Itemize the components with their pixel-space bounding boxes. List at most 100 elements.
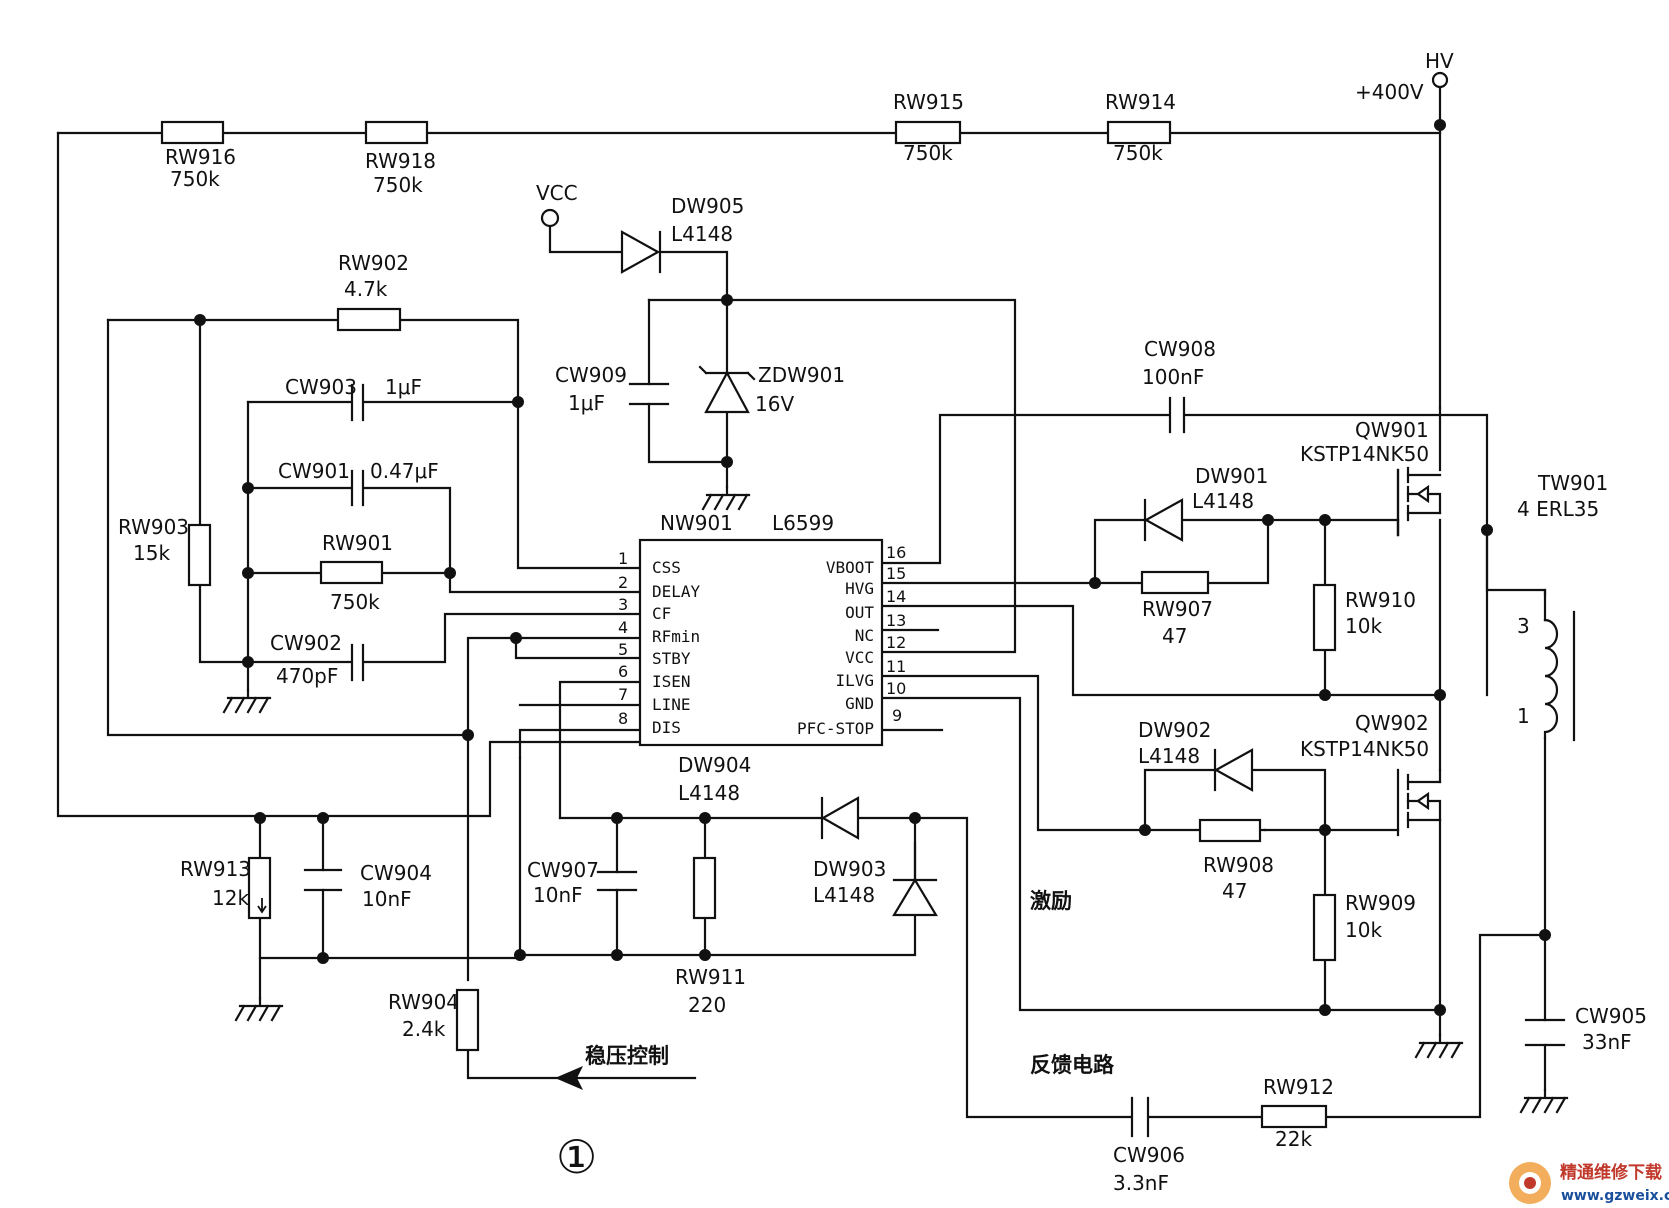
label-cw905-ref: CW905 — [1575, 1004, 1647, 1028]
ground-icon — [234, 996, 284, 1022]
label-rw907-ref: RW907 — [1142, 597, 1213, 621]
annotation-regulation: 稳压控制 — [585, 1044, 669, 1068]
pin-number: 7 — [618, 685, 628, 704]
label-cw908-ref: CW908 — [1144, 337, 1216, 361]
label-dw902-ref: DW902 — [1138, 718, 1211, 742]
pin-name: RFmin — [652, 627, 700, 646]
ground-icon — [222, 688, 272, 714]
junction-dots — [194, 119, 1551, 1016]
label-rw911-ref: RW911 — [675, 965, 746, 989]
label-rw916-ref: RW916 — [165, 145, 236, 169]
pin-number: 15 — [886, 564, 906, 583]
label-dw904-ref: DW904 — [678, 753, 751, 777]
label-dw905-value: L4148 — [671, 222, 733, 246]
pin-name: OUT — [845, 603, 874, 622]
label-transformer-pin-top: 3 — [1517, 614, 1530, 638]
label-rw901-ref: RW901 — [322, 531, 393, 555]
resistor-rw904 — [455, 988, 480, 1052]
resistor-rw918 — [364, 120, 429, 145]
label-cw908-value: 100nF — [1142, 365, 1204, 389]
capacitor-cw906 — [1130, 1096, 1150, 1138]
label-rw902-ref: RW902 — [338, 251, 409, 275]
pin-number: 14 — [886, 587, 906, 606]
hv-terminal — [1431, 71, 1449, 89]
diode-dw904 — [820, 796, 860, 840]
zener-zdw901 — [698, 365, 756, 414]
label-dw901-ref: DW901 — [1195, 464, 1268, 488]
pin-name: LINE — [652, 695, 691, 714]
component-labels: RW916 750k RW918 750k RW915 750k RW914 7… — [118, 49, 1647, 1195]
label-rw913-ref: RW913 — [180, 857, 251, 881]
ic-body — [638, 538, 884, 747]
label-rw901-value: 750k — [330, 590, 380, 614]
capacitor-cw903 — [350, 383, 365, 422]
label-cw907-value: 10nF — [533, 883, 583, 907]
ground-icon — [1519, 1088, 1569, 1114]
ic-left-pins: 1 CSS 2 DELAY 3 CF 4 RFmin 5 STBY 6 ISEN… — [618, 549, 701, 737]
label-rw910-ref: RW910 — [1345, 588, 1416, 612]
resistor-rw913 — [247, 856, 272, 920]
pin-number: 6 — [618, 662, 628, 681]
pin-name: NC — [855, 626, 874, 645]
label-rw912-ref: RW912 — [1263, 1075, 1334, 1099]
label-rw913-value: 12k — [212, 886, 249, 910]
pin-number: 12 — [886, 633, 906, 652]
label-cw906-value: 3.3nF — [1113, 1171, 1169, 1195]
label-tw901-ref: TW901 — [1537, 471, 1608, 495]
pin-number: 8 — [618, 709, 628, 728]
resistor-rw908 — [1198, 818, 1262, 843]
figure-number: ① — [556, 1130, 597, 1184]
capacitor-cw905 — [1524, 1018, 1566, 1047]
label-cw909-ref: CW909 — [555, 363, 627, 387]
label-rw908-ref: RW908 — [1203, 853, 1274, 877]
ic-ref-label: NW901 — [660, 511, 733, 535]
resistor-rw907 — [1140, 570, 1210, 595]
resistor-rw915 — [894, 120, 962, 145]
label-cw906-ref: CW906 — [1113, 1143, 1185, 1167]
label-rw918-ref: RW918 — [365, 149, 436, 173]
potentiometer-arrow — [257, 898, 267, 914]
pin-number: 5 — [618, 640, 628, 659]
pin-name: DIS — [652, 718, 681, 737]
mosfet-qw901 — [1396, 466, 1442, 537]
label-rw903-value: 15k — [133, 541, 170, 565]
pin-name: CF — [652, 604, 671, 623]
mosfet-qw902 — [1396, 768, 1442, 837]
resistors — [160, 120, 1337, 1129]
resistor-rw912 — [1260, 1104, 1328, 1129]
capacitors — [303, 382, 1566, 1138]
vcc-terminal — [540, 208, 560, 228]
ground-icon — [1414, 1033, 1464, 1059]
pin-name: CSS — [652, 558, 681, 577]
pin-number: 11 — [886, 657, 906, 676]
pin-name: ISEN — [652, 672, 691, 691]
label-rw902-value: 4.7k — [344, 277, 388, 301]
label-rw904-value: 2.4k — [402, 1017, 446, 1041]
capacitor-cw902 — [350, 643, 365, 682]
label-dw902-value: L4148 — [1138, 744, 1200, 768]
diode-dw903 — [892, 877, 938, 917]
watermark-logo: 精通维修下载 www.gzweix.com — [1509, 1162, 1669, 1204]
label-dw903-value: L4148 — [813, 883, 875, 907]
resistor-rw909 — [1312, 893, 1337, 962]
pin-number: 4 — [618, 618, 628, 637]
label-rw910-value: 10k — [1345, 614, 1382, 638]
label-rw908-value: 47 — [1222, 879, 1247, 903]
pin-number: 13 — [886, 611, 906, 630]
label-cw901-value: 0.47μF — [370, 459, 439, 483]
capacitor-cw907 — [596, 870, 638, 892]
label-rw914-value: 750k — [1113, 141, 1163, 165]
label-rw915-value: 750k — [903, 141, 953, 165]
label-zdw901-value: 16V — [755, 392, 794, 416]
label-cw901-ref: CW901 — [278, 459, 350, 483]
label-cw903-value: 1μF — [385, 375, 422, 399]
diode-dw901 — [1143, 498, 1184, 542]
label-qw902-ref: QW902 — [1355, 711, 1429, 735]
resistor-rw902 — [336, 307, 402, 332]
diode-dw902 — [1213, 748, 1254, 792]
pin-name: ILVG — [835, 671, 874, 690]
pin-name: PFC-STOP — [797, 719, 874, 738]
label-dw905-ref: DW905 — [671, 194, 744, 218]
wires — [56, 83, 1547, 1119]
